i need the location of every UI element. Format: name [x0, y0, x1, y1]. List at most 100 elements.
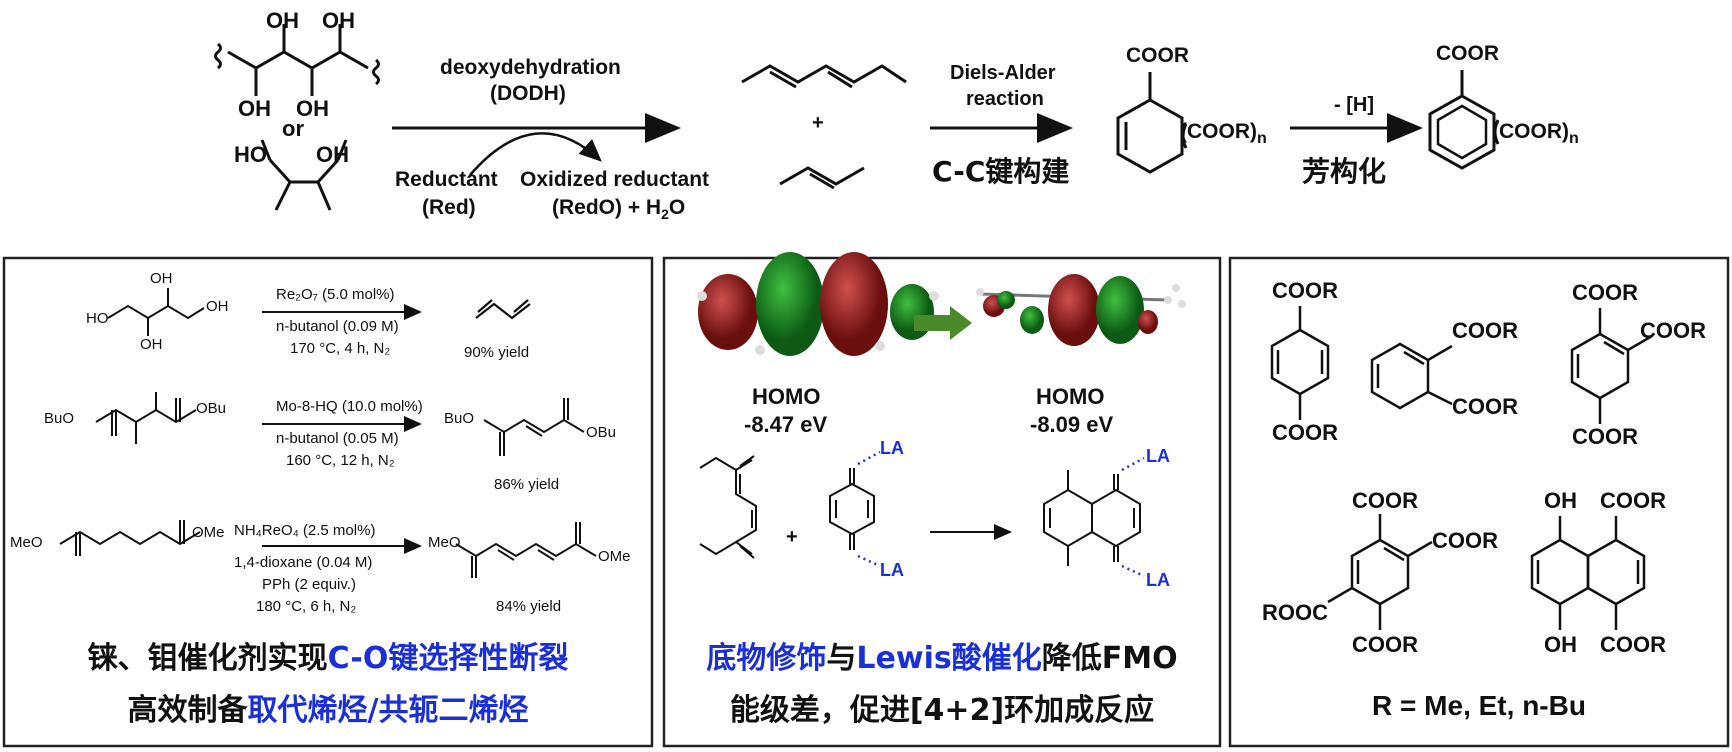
coor-top-1: COOR [1126, 44, 1189, 67]
p1-ome-1: OMe [192, 524, 225, 541]
r2-reagent: Mo-8-HQ (10.0 mol%) [276, 398, 423, 415]
benzoquinone [829, 468, 875, 550]
dimethyl-muconate [455, 522, 597, 578]
p1-meo-2: MeO [428, 534, 461, 551]
or-label: or [282, 116, 304, 141]
homo-orbital-2 [976, 274, 1186, 346]
p1-buo-1: BuO [44, 410, 75, 427]
homo1-energy: -8.47 eV [744, 412, 828, 437]
plus-p2: + [786, 526, 798, 548]
p1-obu-2: OBu [586, 424, 617, 441]
ho-label: HO [234, 142, 267, 167]
muconate-diene [699, 455, 757, 559]
r3-yield: 84% yield [496, 598, 562, 615]
cc-build-label: C-C键构建 [932, 155, 1070, 188]
trimellitate [1570, 308, 1653, 424]
r3-cond: 180 °C, 6 h, N₂ [256, 598, 357, 615]
dimethyl-glucarate [59, 520, 201, 556]
reductant-label: Reductant [395, 168, 498, 191]
p1-oh-2: OH [206, 298, 229, 315]
p3-rooc: ROOC [1262, 600, 1328, 625]
oxidized-label: Oxidized reductant [520, 168, 710, 191]
oh-label-3: OH [238, 96, 271, 121]
plus-top: + [812, 112, 824, 134]
panel1-caption-line2: 高效制备取代烯烃/共轭二烯烃 [127, 693, 529, 728]
la-label-1: LA [880, 438, 904, 458]
oh-label-4: OH [296, 96, 329, 121]
p3-coor-3: COOR [1452, 318, 1518, 343]
p3-coor-2: COOR [1272, 420, 1338, 445]
coor-n-2: (COOR)n [1492, 120, 1579, 148]
p3-r-definition: R = Me, Et, n-Bu [1372, 690, 1586, 721]
r3-solvent: 1,4-dioxane (0.04 M) [234, 554, 373, 571]
oh-label-1: OH [266, 8, 299, 33]
sugar-alcohol-chain [214, 24, 380, 96]
p3-coor-8: COOR [1352, 488, 1418, 513]
main-dodh-arrow [392, 113, 681, 176]
p3-oh-2: OH [1544, 632, 1577, 657]
pyromellitate [1327, 514, 1433, 630]
p1-oh-3: OH [140, 336, 163, 353]
p1-oh-1: OH [150, 270, 173, 287]
homo2-energy: -8.09 eV [1030, 412, 1114, 437]
r1-solvent: n-butanol (0.09 M) [276, 318, 399, 335]
r3-add: PPh (2 equiv.) [262, 576, 356, 593]
r1-yield: 90% yield [464, 344, 530, 361]
phthalate [1370, 342, 1453, 410]
panel-2-border [662, 256, 1222, 748]
coor-top-2: COOR [1436, 42, 1499, 65]
butadiene [475, 299, 531, 320]
r2-yield: 86% yield [494, 476, 560, 493]
p3-coor-7: COOR [1572, 424, 1638, 449]
aromatize-label: 芳构化 [1302, 155, 1387, 188]
la-label-3: LA [1146, 446, 1170, 466]
red-label: (Red) [422, 196, 476, 219]
r1-cond: 170 °C, 4 h, N₂ [290, 340, 391, 357]
p1-meo-1: MeO [10, 534, 43, 551]
dibutyl-tartrate [95, 392, 197, 444]
r2-cond: 160 °C, 12 h, N₂ [286, 452, 395, 469]
panel2-caption-line1: 底物修饰与Lewis酸催化降低FMO [706, 641, 1178, 676]
panel1-caption-line1: 铼、钼催化剂实现C-O键选择性断裂 [87, 641, 569, 676]
naphthalene-tetra [1530, 516, 1646, 630]
cyclohexene-product [1116, 72, 1188, 174]
coor-n-1: (COOR)n [1180, 120, 1267, 148]
oh-label-5: OH [316, 142, 349, 167]
p1-obu-1: OBu [196, 400, 227, 417]
homo1-label: HOMO [752, 384, 821, 409]
homo2-label: HOMO [1036, 384, 1105, 409]
dodh-label: deoxydehydration [440, 56, 621, 79]
p3-coor-1: COOR [1272, 278, 1338, 303]
r3-reagent: NH₄ReO₄ (2.5 mol%) [234, 522, 376, 539]
erythritol [107, 288, 205, 336]
p3-coor-12: COOR [1600, 632, 1666, 657]
diels-alder-adduct [1043, 470, 1141, 566]
dehyd-label: - [H] [1334, 94, 1374, 116]
p3-coor-6: COOR [1640, 318, 1706, 343]
dodh-abbrev: (DODH) [490, 82, 566, 105]
p1-ome-2: OMe [598, 548, 631, 565]
p3-coor-11: COOR [1600, 488, 1666, 513]
p3-coor-9: COOR [1432, 528, 1498, 553]
da-label-2: reaction [966, 88, 1044, 110]
redo-label: (RedO) + H2O [552, 196, 686, 223]
panel-1-border [2, 256, 654, 748]
r1-reagent: Re₂O₇ (5.0 mol%) [276, 286, 395, 303]
r2-solvent: n-butanol (0.05 M) [276, 430, 399, 447]
p3-coor-10: COOR [1352, 632, 1418, 657]
oh-label-2: OH [322, 8, 355, 33]
panel2-caption-line2: 能级差，促进[4+2]环加成反应 [729, 693, 1155, 728]
homo-orbital-1 [697, 252, 939, 356]
la-label-4: LA [1146, 570, 1170, 590]
la-label-2: LA [880, 560, 904, 580]
da-label-1: Diels-Alder [950, 62, 1056, 84]
dibutyl-fumarate [483, 398, 585, 456]
p3-coor-5: COOR [1572, 280, 1638, 305]
lewis-acid-dotted-bonds [857, 450, 1145, 578]
p3-oh-1: OH [1544, 488, 1577, 513]
panel-3-border [1228, 256, 1730, 748]
terephthalate [1270, 306, 1330, 420]
p3-coor-4: COOR [1452, 394, 1518, 419]
vicinal-diol [260, 139, 348, 211]
